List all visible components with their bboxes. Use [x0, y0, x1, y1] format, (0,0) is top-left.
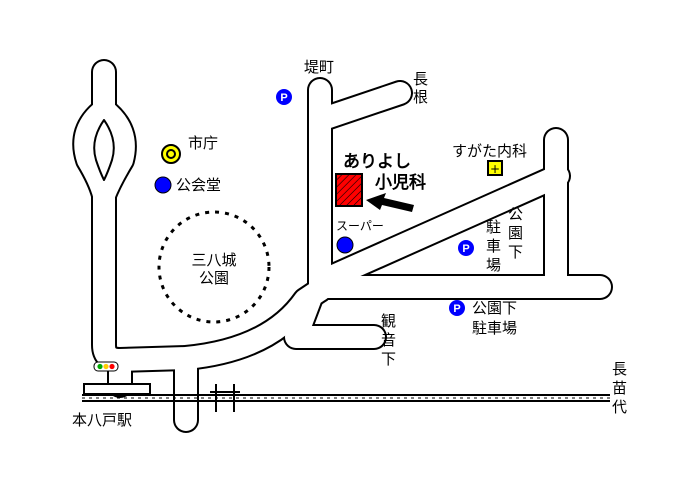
sugata-clinic-label: すがた内科 [452, 142, 527, 160]
railway [82, 383, 610, 412]
arrow-icon [366, 193, 414, 212]
svg-text:P: P [453, 303, 460, 315]
park-name-line2: 公園 [199, 269, 229, 287]
parking-right-label-5: 園 [508, 224, 523, 242]
sugata-clinic-icon: + [487, 160, 503, 176]
parking-right-label-3: 場 [486, 256, 501, 274]
parking-icon: P [276, 89, 292, 105]
naga-ne-label-2: 根 [413, 88, 428, 106]
svg-text:+: + [490, 162, 500, 176]
svg-text:P: P [280, 92, 287, 104]
sanpachi-park-boundary [157, 210, 271, 324]
kannon-label-3: 下 [381, 350, 396, 368]
naganawashiro-label-2: 苗 [612, 379, 627, 397]
park-name-line1: 三八城 [191, 251, 236, 269]
parking-right-label-6: 下 [508, 243, 523, 261]
traffic-signal-icon [93, 361, 119, 372]
naga-ne-label-1: 長 [413, 70, 428, 88]
station-platform [83, 383, 151, 395]
clinic-name-line2: 小児科 [375, 172, 426, 193]
tsutsumi-machi-label: 堤町 [304, 58, 334, 76]
parking-lower-line2: 駐車場 [472, 319, 517, 337]
city-hall-icon [161, 144, 181, 164]
svg-text:P: P [462, 243, 469, 255]
parking-lower-line1: 公園下 [472, 299, 517, 317]
supermarket-icon [336, 236, 354, 254]
parking-right-label-2: 車 [486, 237, 501, 255]
clinic-marker-icon [335, 173, 363, 207]
kannon-label-1: 観 [381, 312, 396, 330]
supermarket-label: スーパー [336, 219, 384, 233]
clinic-name-line1: ありよし [343, 152, 411, 172]
parking-icon: P [458, 240, 474, 256]
naganawashiro-label-3: 代 [612, 398, 627, 416]
naganawashiro-label-1: 長 [612, 360, 627, 378]
parking-right-label-4: 公 [508, 205, 523, 223]
public-hall-label: 公会堂 [176, 176, 221, 194]
station-label: 本八戸駅 [72, 411, 132, 429]
road-network [72, 59, 613, 433]
city-hall-label: 市庁 [188, 134, 218, 152]
public-hall-icon [154, 176, 172, 194]
kannon-label-2: 音 [381, 331, 396, 349]
parking-right-label-1: 駐 [486, 218, 501, 236]
parking-icon: P [449, 300, 465, 316]
